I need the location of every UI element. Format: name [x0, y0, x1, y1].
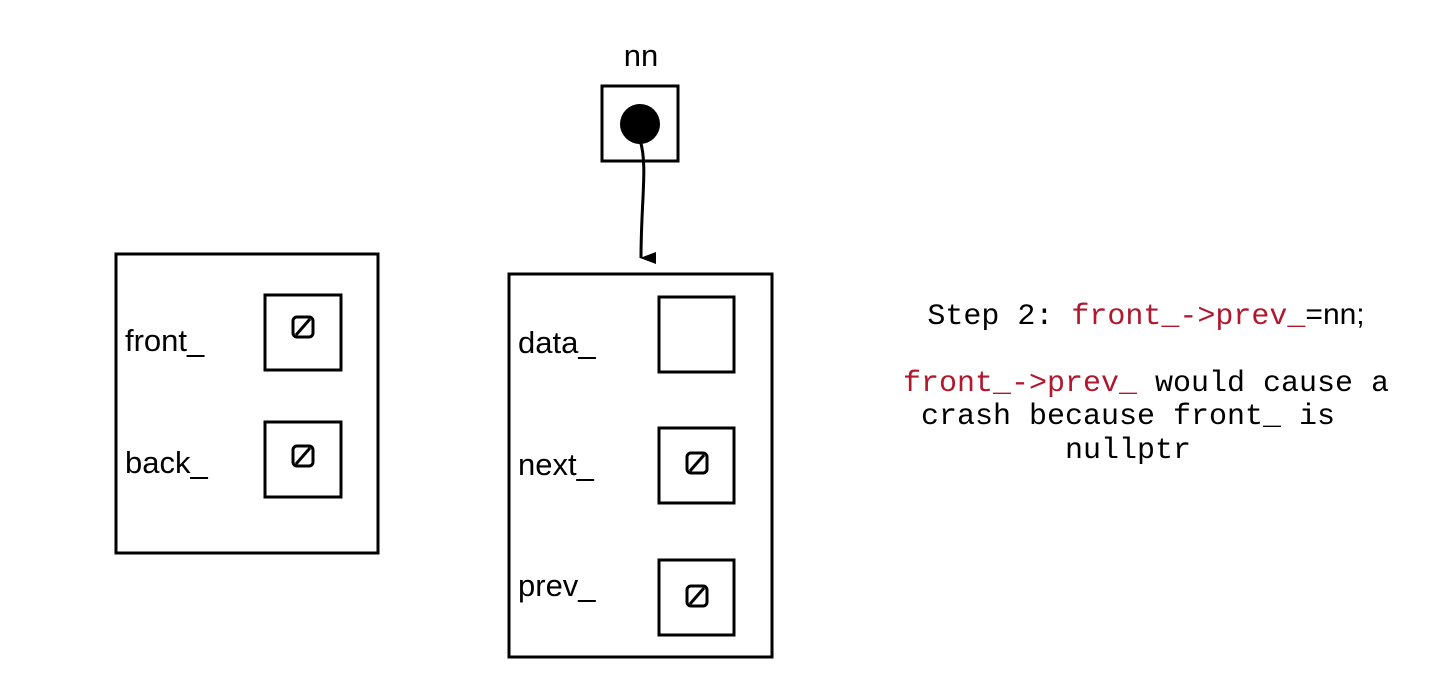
next-field-label: next_: [518, 447, 595, 482]
step-prefix: Step 2:: [927, 300, 1071, 334]
explanation-line-2: crash because front_ is: [921, 400, 1335, 434]
line1-rest: would cause a: [1137, 367, 1389, 401]
list-object: front_ back_: [114, 252, 380, 555]
pointer-nn: nn: [600, 38, 680, 265]
explanation-line-1: front_->prev_ would cause a: [777, 367, 1440, 401]
explanation-line-3: nullptr: [1065, 434, 1191, 468]
front-field-box: [263, 293, 343, 372]
back-field-label: back_: [125, 445, 208, 480]
pointer-label: nn: [624, 38, 658, 73]
pointer-arrow: [638, 139, 657, 265]
prev-field-label: prev_: [518, 568, 596, 603]
node-object: data_ next_ prev_: [507, 272, 774, 659]
data-field-label: data_: [518, 325, 596, 360]
step-heading: Step 2: front_->prev_=nn;: [801, 298, 1440, 334]
back-field-box: [263, 420, 343, 499]
step-code: front_->prev_: [1071, 300, 1306, 334]
line1-code: front_->prev_: [903, 367, 1138, 401]
front-field-label: front_: [125, 323, 205, 358]
step-suffix: =nn;: [1305, 298, 1364, 331]
pointer-dot-icon: [620, 104, 660, 144]
data-field-box: [657, 295, 736, 374]
explanation: Step 2: front_->prev_=nn; front_->prev_ …: [777, 298, 1440, 468]
